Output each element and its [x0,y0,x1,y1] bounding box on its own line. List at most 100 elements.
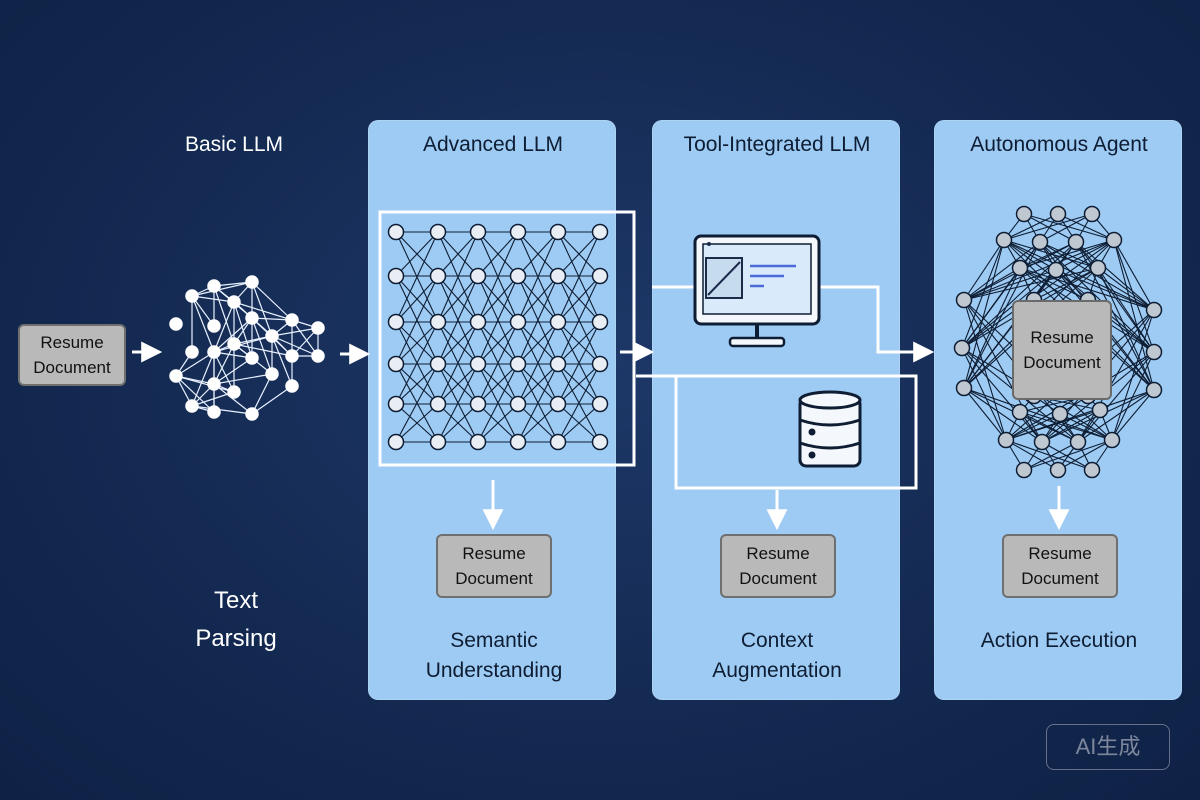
network-edge [251,317,273,375]
network-edge [1075,241,1155,353]
network-node [429,395,447,413]
network-edge [517,363,559,405]
network-edge [213,357,253,385]
basic-llm-network-icon [169,275,325,421]
network-edge [477,231,519,323]
document-line2: Document [455,569,533,588]
caption-line: Augmentation [712,659,842,682]
network-edge [395,231,439,277]
caption-context-augmentation: Context Augmentation [712,626,842,686]
agent-output-document-box: Resume Document [1002,534,1118,598]
network-edge [175,351,215,377]
network-edge [961,347,1007,441]
network-edge [963,267,1021,389]
network-edge [437,275,479,365]
network-edge [437,231,479,277]
network-node [1083,205,1101,223]
network-edge [251,373,273,415]
network-node [207,405,221,419]
network-node [185,289,199,303]
network-edge [963,299,1007,441]
network-node [1051,405,1069,423]
network-node [591,267,609,285]
document-line1: Resume [1028,544,1092,563]
network-node [1145,301,1163,319]
network-node [207,279,221,293]
network-edge [1097,267,1155,353]
network-edge [1003,213,1093,241]
network-edge [517,403,559,443]
network-node [1145,343,1163,361]
stage-title-advanced-llm: Advanced LLM [422,133,564,156]
network-node [1069,433,1087,451]
network-node [245,311,259,325]
network-edge [963,269,1057,389]
network-edge [395,321,439,405]
network-edge [1075,241,1155,391]
network-edge [517,275,559,365]
network-edge [1097,267,1155,311]
network-edge [477,363,519,405]
caption-semantic-understanding: Semantic Understanding [426,626,563,686]
network-edge [1113,239,1155,353]
tool-document-box: Resume Document [720,534,836,598]
network-edge [213,285,235,345]
network-node [1015,205,1033,223]
network-edge [477,363,519,443]
monitor-icon [693,234,821,348]
network-edge [557,275,601,365]
network-node [1145,381,1163,399]
network-node [1067,233,1085,251]
network-edge [1005,439,1059,471]
network-node [509,313,527,331]
network-node [1011,403,1029,421]
network-node [285,313,299,327]
network-node [469,433,487,451]
document-line2: Document [1021,569,1099,588]
network-edge [477,275,519,323]
network-node [469,313,487,331]
caption-line: Action Execution [980,629,1138,652]
network-edge [437,321,479,405]
network-edge [557,275,601,323]
network-node [185,345,199,359]
network-edge [963,239,1005,301]
network-edge [213,351,235,393]
network-edge [191,351,215,407]
network-edge [557,403,601,443]
network-edge [1111,351,1155,441]
network-node [1105,231,1123,249]
caption-line: Text [213,587,258,614]
stage-title-autonomous-agent: Autonomous Agent [970,133,1148,156]
network-edge [395,363,439,443]
network-edge [961,241,1077,349]
network-edge [963,241,1041,301]
document-line1: Resume [1030,328,1094,347]
network-edge [251,385,293,415]
caption-line: Understanding [425,659,563,682]
network-edge [477,403,519,443]
network-edge [557,321,601,365]
network-node [1103,431,1121,449]
document-line2: Document [739,569,817,588]
network-edge [961,269,1057,349]
caption-text-parsing: Text Parsing [195,582,276,658]
network-edge [395,363,439,405]
tool-branch-line [636,374,918,490]
network-node [549,433,567,451]
network-edge [557,321,601,405]
network-node [245,351,259,365]
network-edge [191,295,235,303]
network-edge [517,231,559,323]
network-node [591,395,609,413]
network-node [387,223,405,241]
network-node [509,267,527,285]
stage-title-tool-integrated-llm: Tool-Integrated LLM [683,133,871,156]
network-node [245,407,259,421]
network-edge [517,321,559,365]
network-edge [477,275,519,365]
network-node [285,349,299,363]
network-node [1091,401,1109,419]
network-node [469,267,487,285]
